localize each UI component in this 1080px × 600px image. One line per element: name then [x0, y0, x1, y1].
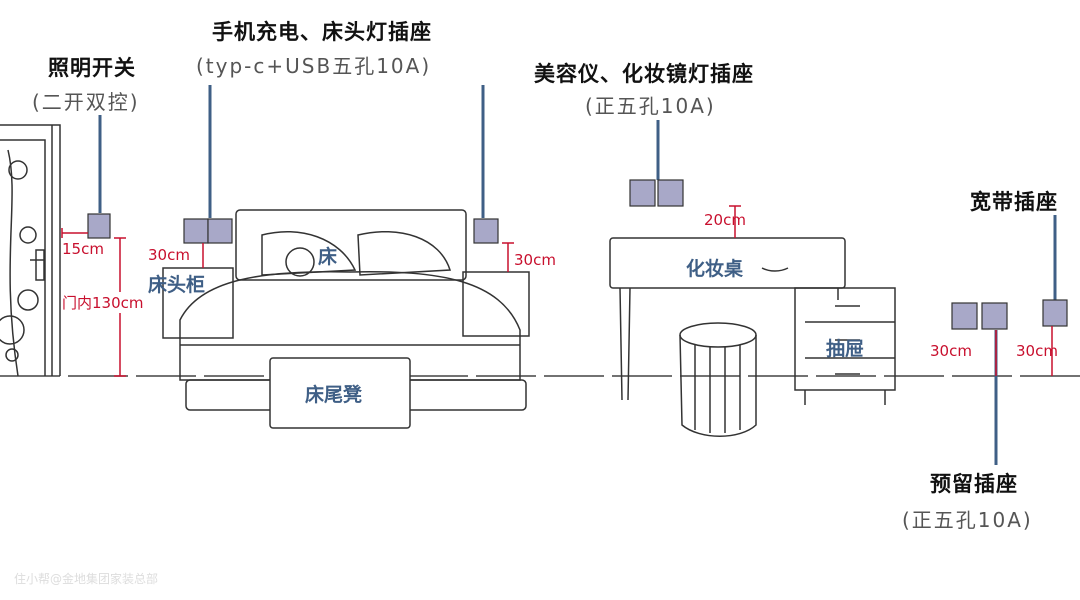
door: [0, 124, 61, 377]
vanity-desk: [609, 237, 846, 401]
vanity-socket-2: [657, 179, 684, 207]
bed-end-bench: [269, 357, 411, 429]
broadband-socket: [1042, 299, 1068, 327]
reserved-socket-subtitle: (正五孔10A): [902, 508, 1033, 532]
light-switch-subtitle: (二开双控): [32, 90, 140, 114]
bedside-socket-title: 手机充电、床头灯插座: [212, 20, 432, 44]
bedside-switch: [183, 218, 209, 244]
dim-bedside-left: 30cm: [148, 246, 190, 264]
left-nightstand: [162, 267, 234, 339]
reserved-socket-1: [951, 302, 978, 330]
watermark: 住小帮@金地集团家装总部: [14, 572, 159, 586]
drawer-cabinet: [794, 287, 896, 405]
dim-switch-height: 门内130cm: [62, 292, 144, 313]
light-switch-title: 照明开关: [48, 56, 136, 80]
vanity-socket-title: 美容仪、化妆镜灯插座: [534, 62, 754, 86]
vanity-socket-subtitle: (正五孔10A): [585, 94, 716, 118]
nightstand-label: 床头柜: [148, 274, 206, 296]
bench-label: 床尾凳: [305, 384, 363, 406]
dim-vanity: 20cm: [704, 211, 746, 229]
dim-reserved: 30cm: [930, 342, 972, 360]
reserved-socket-2: [981, 302, 1008, 330]
drawers-label: 抽屉: [826, 338, 865, 360]
light-switch: [87, 213, 111, 239]
bed-label: 床: [318, 246, 338, 268]
bedside-socket-subtitle: (typ-c+USB五孔10A): [196, 54, 432, 78]
vanity-socket-1: [629, 179, 656, 207]
stool: [679, 322, 757, 437]
reserved-socket-title: 预留插座: [930, 472, 1018, 496]
bed: [179, 209, 527, 411]
right-nightstand: [462, 271, 530, 337]
dim-broadband: 30cm: [1016, 342, 1058, 360]
dim-bedside-right: 30cm: [514, 251, 556, 269]
bedside-socket-right: [473, 218, 499, 244]
bedside-socket-left: [207, 218, 233, 244]
dim-switch-offset: 15cm: [62, 240, 104, 258]
vanity-desk-label: 化妆桌: [686, 258, 744, 280]
broadband-socket-title: 宽带插座: [970, 190, 1058, 214]
